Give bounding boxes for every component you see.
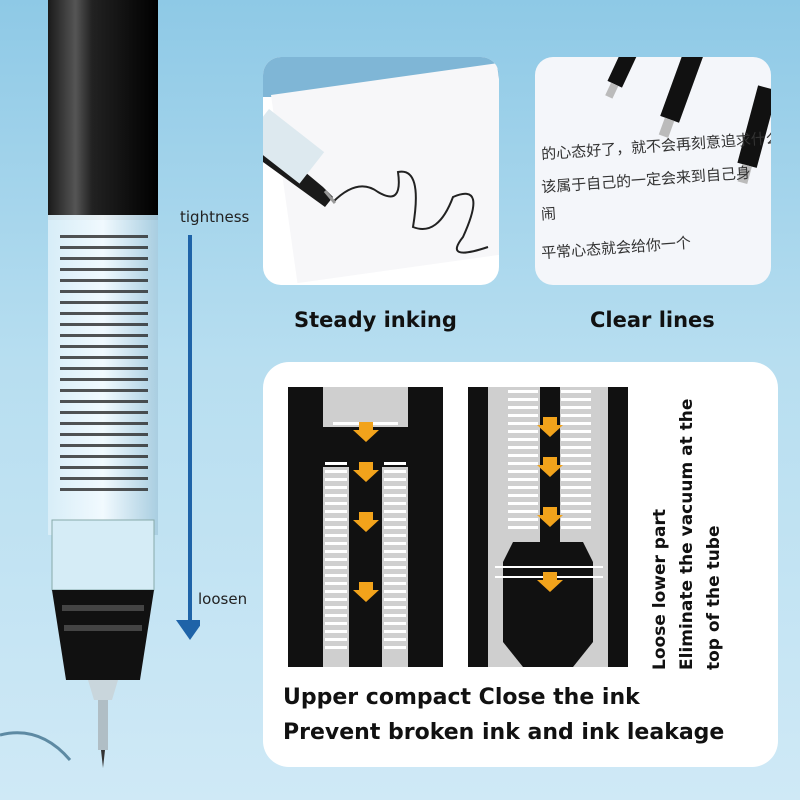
loosen-label: loosen	[198, 590, 248, 608]
pen-illustration	[0, 0, 200, 768]
bottom-line-1: Upper compact Close the ink	[283, 685, 640, 710]
ink-tube-diagram-card: Loose lower part Eliminate the vacuum at…	[263, 362, 778, 767]
bottom-line-2: Prevent broken ink and ink leakage	[283, 720, 725, 745]
scribble-drawing	[263, 109, 489, 254]
steady-inking-photo	[263, 57, 499, 285]
right-tube	[468, 387, 628, 667]
left-tube	[288, 387, 443, 667]
pens-top	[605, 57, 771, 184]
handwriting-line-3: 闹	[540, 204, 557, 224]
clear-lines-photo: 的心态好了，就不会再刻意追求什么 该属于自己的一定会来到自己身 闹 平常心态就会…	[535, 57, 771, 285]
side-text-top-of-tube: top of the tube	[704, 525, 724, 671]
side-text-loose-lower: Loose lower part	[650, 509, 670, 670]
side-text-eliminate-vacuum: Eliminate the vacuum at the	[677, 398, 697, 670]
caption-steady-inking: Steady inking	[294, 308, 457, 332]
ink-tube-diagram	[288, 387, 628, 667]
tightness-label: tightness	[180, 208, 250, 226]
caption-clear-lines: Clear lines	[590, 308, 715, 332]
